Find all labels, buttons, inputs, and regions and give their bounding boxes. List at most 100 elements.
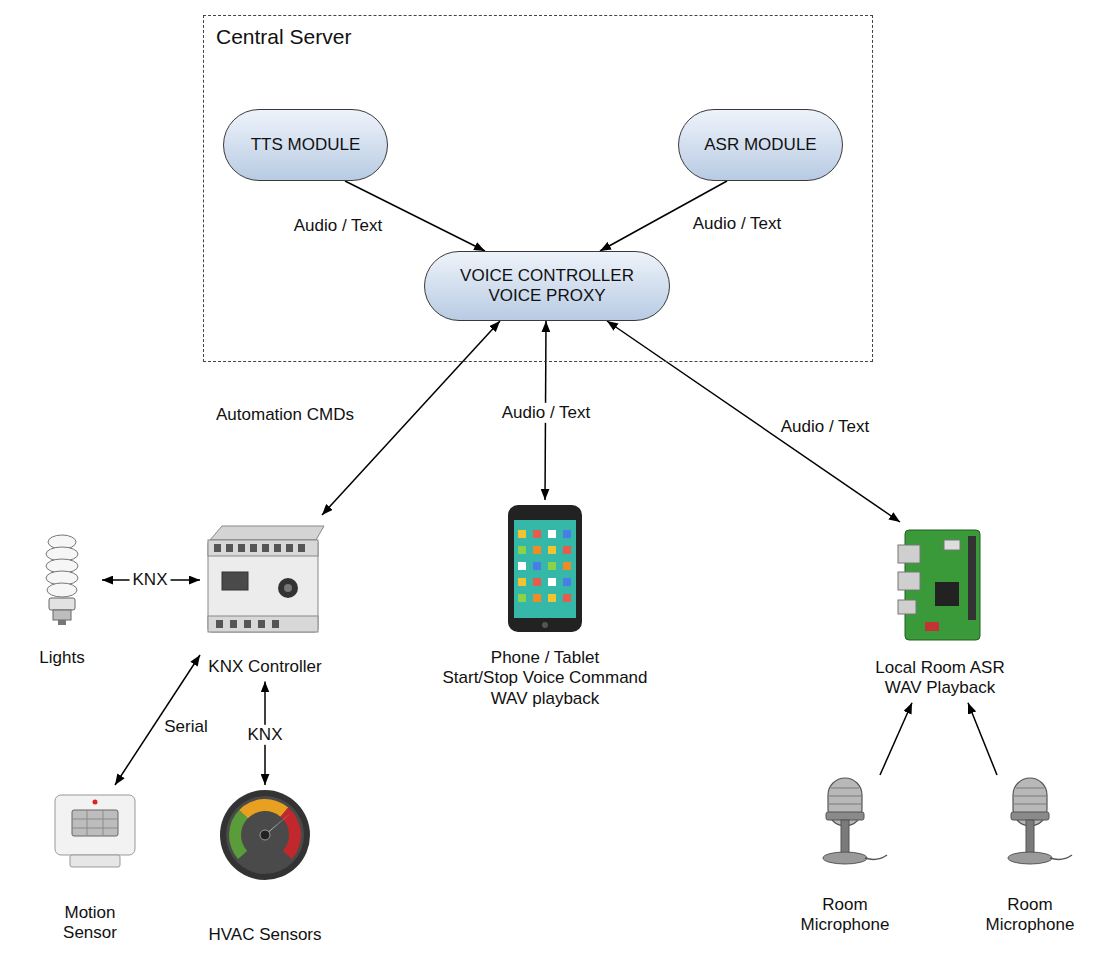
device-node: Local Room ASRWAV Playback: [855, 522, 1025, 703]
node-label: VOICE PROXY: [488, 286, 605, 306]
node-label: VOICE CONTROLLER: [460, 266, 634, 286]
art-part: [944, 540, 960, 550]
art-part: [548, 562, 556, 570]
art-part: [508, 505, 582, 632]
microphone-icon: [1008, 778, 1072, 864]
art-part: [563, 530, 571, 538]
art-part: [258, 620, 265, 628]
art-part: [47, 583, 77, 597]
connector-arrow: [880, 703, 912, 775]
module-box: ASR MODULE: [678, 109, 843, 181]
node-label: Motion Sensor: [40, 903, 140, 944]
art-part: [216, 620, 223, 628]
art-part: [563, 578, 571, 586]
art-part: [262, 544, 269, 552]
art-part: [72, 819, 118, 820]
node-label: TTS MODULE: [251, 135, 361, 155]
art-part: [542, 622, 548, 628]
art-part: [208, 540, 318, 556]
connector-label: Audio / Text: [291, 216, 386, 236]
bulb-icon: [46, 535, 78, 625]
art-part: [518, 594, 526, 602]
art-part: [518, 546, 526, 554]
art-part: [518, 578, 526, 586]
art-part: [548, 578, 556, 586]
art-part: [230, 620, 237, 628]
art-part: [222, 572, 248, 590]
art-part: [533, 578, 541, 586]
art-part: [239, 799, 288, 818]
device-node: KNX Controller: [200, 515, 330, 681]
art-part: [49, 598, 75, 610]
device-node: Room Microphone: [795, 775, 895, 940]
node-label: WAV playback: [440, 689, 650, 709]
server-group: Central ServerTTS MODULEASR MODULEVOICE …: [203, 15, 873, 362]
art-part: [935, 582, 959, 606]
module-box: VOICE CONTROLLERVOICE PROXY: [424, 251, 670, 321]
raspberry-pi-icon: [898, 530, 980, 640]
art-part: [514, 520, 576, 618]
art-part: [278, 578, 298, 598]
node-label: Phone / Tablet: [440, 648, 650, 668]
art-part: [548, 546, 556, 554]
node-label: HVAC Sensors: [190, 925, 340, 945]
node-label: Room Microphone: [795, 895, 895, 936]
art-part: [548, 530, 556, 538]
connector-label: Audio / Text: [690, 214, 785, 234]
art-part: [93, 800, 98, 805]
connector-label: Automation CMDs: [213, 405, 357, 425]
art-part: [533, 546, 541, 554]
art-part: [220, 790, 310, 880]
art-part: [518, 562, 526, 570]
art-part: [533, 530, 541, 538]
art-part: [274, 544, 281, 552]
node-label: Local Room ASR: [855, 658, 1025, 678]
art-part: [72, 810, 118, 836]
art-part: [244, 620, 251, 628]
motion-sensor-icon: [55, 795, 135, 867]
art-part: [260, 830, 270, 840]
app-grid: [518, 530, 571, 602]
art-part: [280, 807, 301, 859]
node-label: ASR MODULE: [704, 135, 816, 155]
art-part: [208, 540, 318, 632]
art-part: [968, 536, 976, 620]
art-part: [898, 572, 920, 590]
device-node: Phone / TabletStart/Stop Voice CommandWA…: [440, 500, 650, 713]
connector-arrow: [968, 703, 997, 775]
art-part: [210, 526, 324, 540]
art-part: [563, 594, 571, 602]
art-part: [103, 810, 104, 836]
device-node: HVAC Sensors: [190, 785, 340, 949]
connector-label: KNX: [130, 570, 171, 590]
art-part: [925, 622, 939, 631]
art-part: [563, 546, 571, 554]
node-label: Lights: [22, 648, 102, 668]
device-node: Lights: [22, 528, 102, 672]
art-part: [272, 620, 279, 628]
node-label: KNX Controller: [200, 657, 330, 677]
module-box: TTS MODULE: [223, 109, 388, 181]
node-label: Room Microphone: [980, 895, 1080, 936]
art-part: [226, 544, 233, 552]
node-label: Start/Stop Voice Command: [440, 668, 650, 688]
connector-arrow: [607, 321, 900, 522]
art-part: [284, 584, 292, 592]
art-part: [533, 594, 541, 602]
hvac-gauge-icon: [220, 790, 310, 880]
art-part: [563, 562, 571, 570]
art-part: [226, 796, 304, 874]
art-part: [229, 810, 248, 859]
gauge-arcs: [229, 799, 301, 859]
connector-label: Serial: [161, 717, 210, 737]
art-part: [214, 544, 221, 552]
art-part: [238, 544, 245, 552]
art-part: [72, 828, 118, 829]
art-part: [70, 855, 120, 867]
knx-controller-icon: [208, 526, 324, 632]
art-part: [53, 610, 71, 620]
connector-label: Audio / Text: [499, 403, 594, 423]
art-part: [533, 562, 541, 570]
